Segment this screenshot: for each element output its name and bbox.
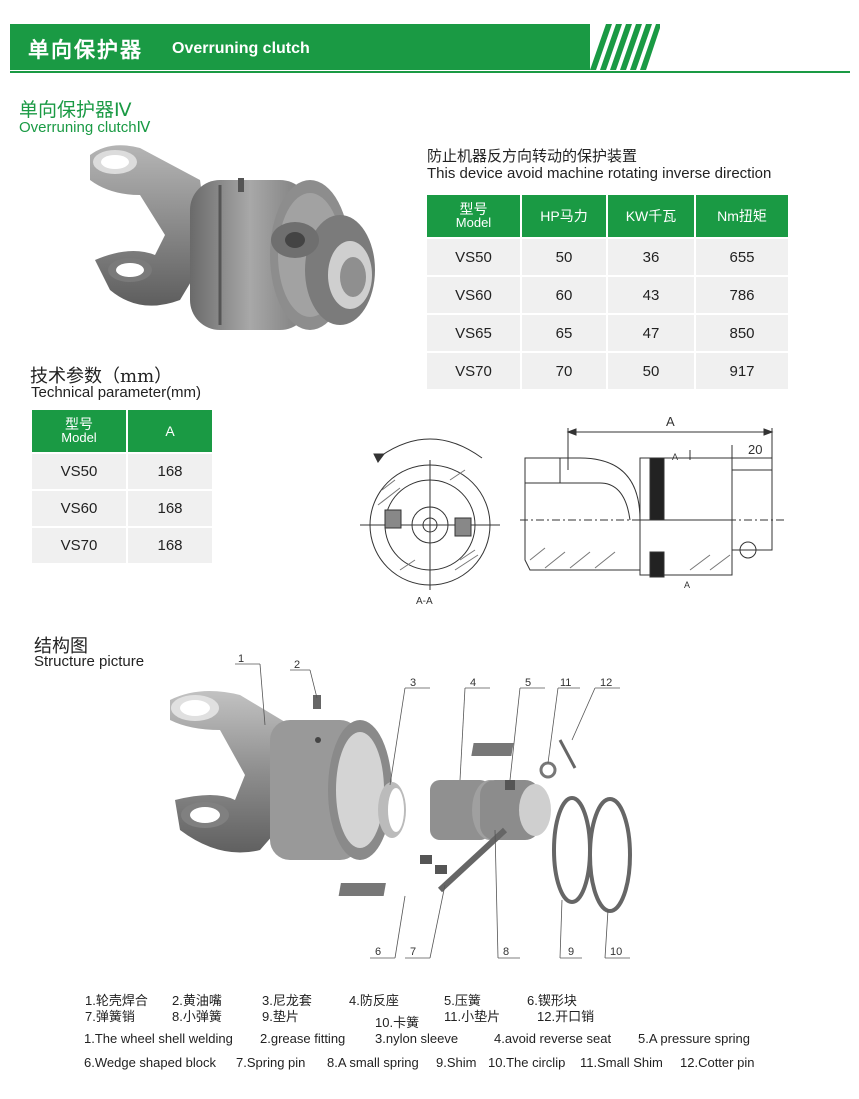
table-cell: 168: [128, 528, 212, 563]
table-cell: 60: [522, 277, 606, 313]
callout-3: 3: [410, 677, 416, 689]
product-title-en: Overruning clutchⅣ: [19, 119, 151, 136]
tech-header-a: A: [128, 410, 212, 452]
spec-header-kw: KW千瓦: [608, 195, 694, 237]
legend-en-8: 8.A small spring: [327, 1055, 419, 1070]
legend-cn-8: 8.小弹簧: [172, 1009, 222, 1024]
table-cell: 917: [696, 353, 788, 389]
legend-en-10: 10.The circlip: [488, 1055, 566, 1070]
callout-7: 7: [410, 946, 416, 958]
legend-cn-1: 1.轮壳焊合: [85, 993, 148, 1008]
table-cell: 36: [608, 239, 694, 275]
table-cell: 70: [522, 353, 606, 389]
table-cell: 50: [522, 239, 606, 275]
header-title-en: Overruning clutch: [172, 40, 310, 57]
legend-en-7: 7.Spring pin: [236, 1055, 306, 1070]
callout-1: 1: [238, 653, 244, 665]
callout-6: 6: [375, 946, 381, 958]
table-row: VS50 50 36 655: [427, 239, 788, 275]
table-cell: 65: [522, 315, 606, 351]
dimension-a-label: A: [666, 414, 675, 429]
legend-en-9: 9.Shim: [436, 1055, 477, 1070]
table-cell: 786: [696, 277, 788, 313]
table-row: VS60 168: [32, 491, 212, 526]
product-photo: [90, 145, 375, 330]
header-title-cn: 单向保护器: [28, 38, 143, 62]
callout-5: 5: [525, 677, 531, 689]
legend-en-2: 2.grease fitting: [260, 1031, 346, 1046]
table-cell: 168: [128, 454, 212, 489]
header-bar: [10, 24, 656, 70]
callout-9: 9: [568, 946, 574, 958]
table-row: VS70 168: [32, 528, 212, 563]
legend-cn-9: 9.垫片: [262, 1009, 299, 1024]
table-cell: 168: [128, 491, 212, 526]
spec-header-hp: HP马力: [522, 195, 606, 237]
table-cell: VS60: [427, 277, 520, 313]
table-cell: VS50: [427, 239, 520, 275]
legend-en-1: 1.The wheel shell welding: [84, 1031, 233, 1046]
callout-11: 11: [560, 677, 571, 689]
technical-drawing: A 20 A-A A A: [360, 414, 785, 607]
legend-en-6: 6.Wedge shaped block: [84, 1055, 217, 1070]
callout-2: 2: [294, 659, 300, 671]
legend-en-4: 4.avoid reverse seat: [494, 1031, 612, 1046]
legend-cn-2: 2.黄油嘴: [172, 993, 222, 1008]
legend-en-12: 12.Cotter pin: [680, 1055, 755, 1070]
legend-en-3: 3.nylon sleeve: [375, 1031, 459, 1046]
tech-title-en: Technical parameter(mm): [31, 384, 202, 401]
callout-4: 4: [470, 677, 476, 689]
table-row: VS70 70 50 917: [427, 353, 788, 389]
table-cell: 47: [608, 315, 694, 351]
table-cell: 850: [696, 315, 788, 351]
table-cell: 43: [608, 277, 694, 313]
table-cell: VS70: [427, 353, 520, 389]
spec-header-nm: Nm扭矩: [696, 195, 788, 237]
table-cell: VS70: [32, 528, 126, 563]
callout-10: 10: [610, 946, 622, 958]
exploded-view: 1 2 3 4 5 11 12 6 7 8 9 10: [170, 653, 632, 959]
legend-cn-7: 7.弹簧销: [85, 1009, 135, 1024]
structure-title-cn: 结构图: [34, 636, 88, 657]
tech-title-cn: 技术参数（mm）: [30, 366, 173, 387]
table-cell: VS65: [427, 315, 520, 351]
product-title-cn: 单向保护器Ⅳ: [19, 99, 132, 121]
table-cell: VS50: [32, 454, 126, 489]
header-underline: [10, 71, 850, 73]
rotation-arrow-icon: [377, 438, 483, 459]
description-en: This device avoid machine rotating inver…: [427, 165, 772, 182]
callout-8: 8: [503, 946, 509, 958]
section-mark-bottom: A: [684, 580, 690, 590]
table-cell: VS60: [32, 491, 126, 526]
table-row: VS65 65 47 850: [427, 315, 788, 351]
table-row: VS60 60 43 786: [427, 277, 788, 313]
legend-cn-10: 10.卡簧: [375, 1015, 420, 1030]
section-mark-top: A: [672, 452, 678, 462]
legend-en-5: 5.A pressure spring: [638, 1031, 751, 1046]
legend-cn-5: 5.压簧: [444, 993, 481, 1008]
header-stripes-icon: [590, 24, 660, 70]
legend-cn-12: 12.开口销: [537, 1009, 595, 1024]
table-cell: 655: [696, 239, 788, 275]
table-row: VS50 168: [32, 454, 212, 489]
legend-cn-3: 3.尼龙套: [262, 993, 312, 1008]
legend-cn-4: 4.防反座: [349, 993, 399, 1008]
dimension-20-label: 20: [748, 442, 762, 457]
table-cell: 50: [608, 353, 694, 389]
legend-en-11: 11.Small Shim: [580, 1055, 663, 1070]
description-cn: 防止机器反方向转动的保护装置: [427, 147, 638, 165]
legend-cn-6: 6.锲形块: [527, 993, 577, 1008]
structure-title-en: Structure picture: [34, 653, 145, 670]
callout-12: 12: [600, 677, 612, 689]
section-label: A-A: [416, 596, 433, 607]
legend-cn-11: 11.小垫片: [444, 1009, 501, 1024]
